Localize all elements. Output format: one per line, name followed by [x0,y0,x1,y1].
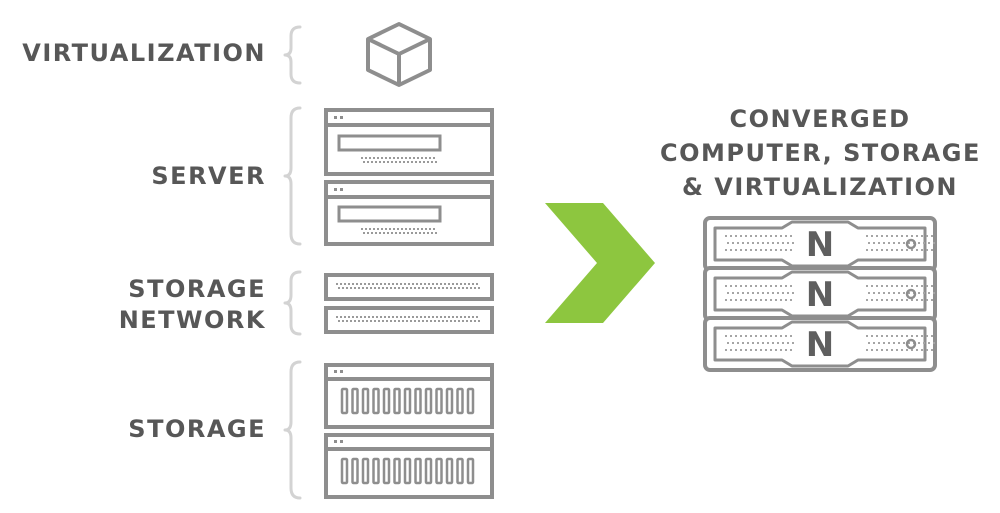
converged-node: N [703,316,937,372]
disk-bays [340,387,475,485]
chevron-right-icon [545,203,655,323]
switch-ports [336,283,480,322]
power-indicator-icon [905,338,917,350]
node-vent-dots [725,285,935,301]
server-indicator-dots [334,116,343,191]
node-logo-letter: N [806,275,834,315]
server-vents [361,157,437,234]
server-icon [324,108,494,246]
node-logo-letter: N [806,225,834,265]
storage-network-label: STORAGE NETWORK [118,275,266,334]
power-indicator-icon [905,238,917,250]
server-brace [283,106,302,246]
storage-indicator-dots [334,370,343,443]
disk-array-icon [324,363,494,499]
storage-label: STORAGE [128,415,266,443]
virtualization-brace [283,25,302,85]
converged-title: CONVERGED COMPUTER, STORAGE & VIRTUALIZA… [660,105,981,201]
network-switch-icon [324,273,494,334]
converged-node: N [703,216,937,272]
virtualization-label: VIRTUALIZATION [22,39,266,67]
server-label: SERVER [151,162,266,190]
node-vent-dots [725,235,935,251]
power-indicator-icon [905,288,917,300]
converged-node-icon: NNN [703,216,937,372]
cube-icon [366,22,432,87]
node-logo-letter: N [806,325,834,365]
node-vent-dots [725,335,935,351]
storage-network-brace [283,270,302,336]
storage-brace [283,360,302,500]
brace-group [283,25,302,500]
converged-node: N [703,266,937,322]
